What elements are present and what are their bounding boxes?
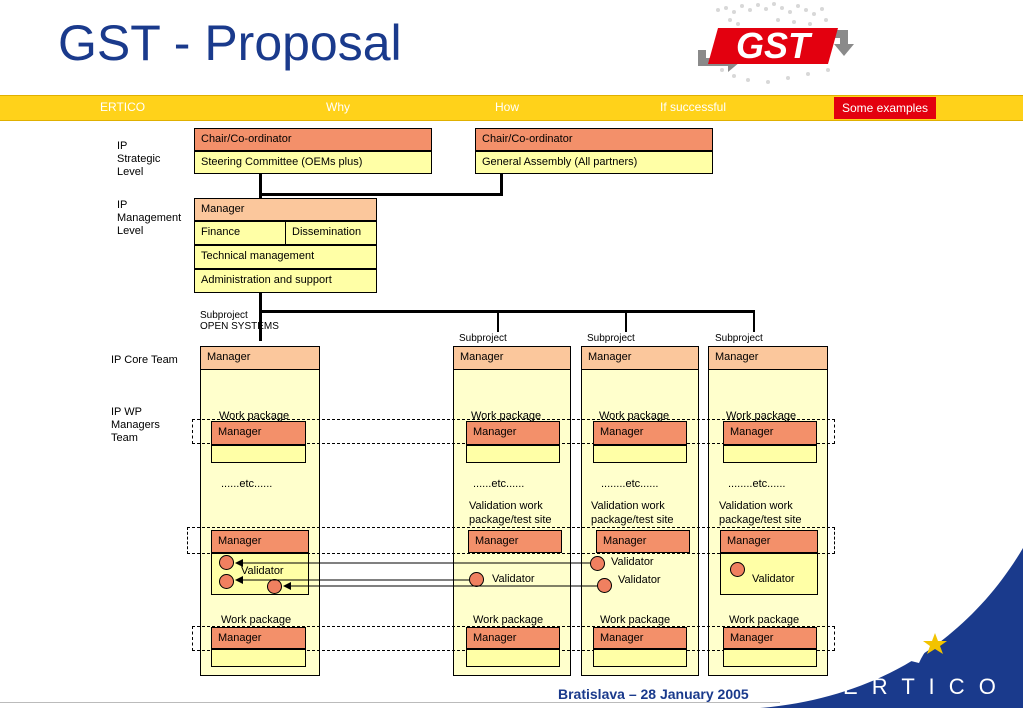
core-manager: Manager [581, 346, 699, 370]
nav-bar: ERTICO Why How If successful Some exampl… [0, 95, 1023, 121]
validation-managers-band [187, 527, 835, 554]
validator-circle [469, 572, 484, 587]
subproject-label: Subproject [587, 333, 635, 344]
subproject-column [708, 346, 828, 676]
level-management-label: IP Management Level [117, 199, 182, 237]
nav-item-why[interactable]: Why [326, 100, 350, 114]
page-title: GST - Proposal [58, 15, 402, 71]
subproject-label: Subproject [459, 333, 507, 344]
validator-circle [267, 579, 282, 594]
connector [625, 310, 627, 332]
validator-circle [219, 555, 234, 570]
connector [259, 310, 755, 313]
footer-divider [0, 702, 780, 703]
work-package-label: Work package [219, 410, 290, 422]
connector [500, 174, 503, 195]
nav-item-how[interactable]: How [495, 100, 520, 114]
footer-event: Bratislava – 28 January 2005 [558, 686, 749, 702]
validator-label: Validator [618, 574, 661, 586]
wp-body [723, 445, 817, 463]
management-admin: Administration and support [194, 269, 377, 293]
corner-swoosh [760, 548, 1023, 708]
level-core-label: IP Core Team [111, 354, 178, 366]
connector [497, 310, 499, 332]
validation-manager: Manager [211, 530, 309, 553]
subproject-column [581, 346, 699, 676]
management-technical: Technical management [194, 245, 377, 269]
connector [259, 193, 503, 196]
validator-circle [590, 556, 605, 571]
wp-manager: Manager [211, 627, 306, 649]
wp-manager: Manager [723, 627, 817, 649]
connector [259, 293, 262, 341]
core-manager: Manager [453, 346, 571, 370]
etc-label: ......etc...... [221, 478, 273, 490]
connector [753, 310, 755, 332]
nav-item-some-examples[interactable]: Some examples [834, 97, 936, 119]
validation-manager: Manager [468, 530, 562, 553]
strategic-steering-committee: Steering Committee (OEMs plus) [194, 151, 432, 174]
wp-manager: Manager [466, 627, 560, 649]
validator-label: Validator [492, 573, 535, 585]
strategic-left-chair: Chair/Co-ordinator [194, 128, 432, 151]
management-manager: Manager [194, 198, 377, 221]
subproject-open-systems-label: Subproject OPEN SYSTEMS [200, 310, 279, 332]
svg-text:GST: GST [736, 25, 813, 66]
strategic-right-chair: Chair/Co-ordinator [475, 128, 713, 151]
wp-manager: Manager [593, 627, 687, 649]
validation-label: Validation work package/test site [719, 500, 802, 526]
work-package-label: Work package [473, 614, 544, 626]
wp-body [593, 649, 687, 667]
ertico-star-icon [911, 631, 947, 663]
wp-body [211, 445, 306, 463]
wp-body [593, 445, 687, 463]
gst-logo: GST [698, 2, 854, 84]
work-package-label: Work package [599, 410, 670, 422]
validation-label: Validation work package/test site [469, 500, 552, 526]
wp-manager: Manager [593, 421, 687, 445]
wp-body [466, 445, 560, 463]
core-manager: Manager [708, 346, 828, 370]
wp-body [723, 649, 817, 667]
validator-label: Validator [241, 565, 284, 577]
level-wp-label: IP WP Managers Team [111, 406, 160, 444]
wp-body [466, 649, 560, 667]
validator-label: Validator [611, 556, 654, 568]
nav-item-ertico[interactable]: ERTICO [100, 100, 146, 114]
subproject-column-open-systems [200, 346, 320, 676]
subproject-label: Subproject [715, 333, 763, 344]
work-package-label: Work package [471, 410, 542, 422]
validation-label: Validation work package/test site [591, 500, 674, 526]
wp-manager: Manager [211, 421, 306, 445]
work-package-label: Work package [726, 410, 797, 422]
validation-manager: Manager [596, 530, 690, 553]
strategic-general-assembly: General Assembly (All partners) [475, 151, 713, 174]
wp-manager: Manager [466, 421, 560, 445]
wp-manager: Manager [723, 421, 817, 445]
subproject-column [453, 346, 571, 676]
validator-circle [219, 574, 234, 589]
validator-circle [597, 578, 612, 593]
connector [259, 174, 262, 198]
management-finance: Finance [194, 221, 286, 245]
validator-label: Validator [752, 573, 795, 585]
validator-circle [730, 562, 745, 577]
wp-body [211, 649, 306, 667]
etc-label: ......etc...... [473, 478, 525, 490]
work-package-label: Work package [221, 614, 292, 626]
management-dissemination: Dissemination [285, 221, 377, 245]
validation-body [720, 553, 818, 595]
level-strategic-label: IP Strategic Level [117, 140, 161, 178]
etc-label: ........etc...... [601, 478, 659, 490]
work-package-label: Work package [729, 614, 800, 626]
validation-manager: Manager [720, 530, 818, 553]
work-package-label: Work package [600, 614, 671, 626]
ertico-brand: E R T I C O [843, 674, 1000, 699]
core-manager: Manager [200, 346, 320, 370]
etc-label: ........etc...... [728, 478, 786, 490]
nav-item-if-successful[interactable]: If successful [660, 100, 727, 114]
